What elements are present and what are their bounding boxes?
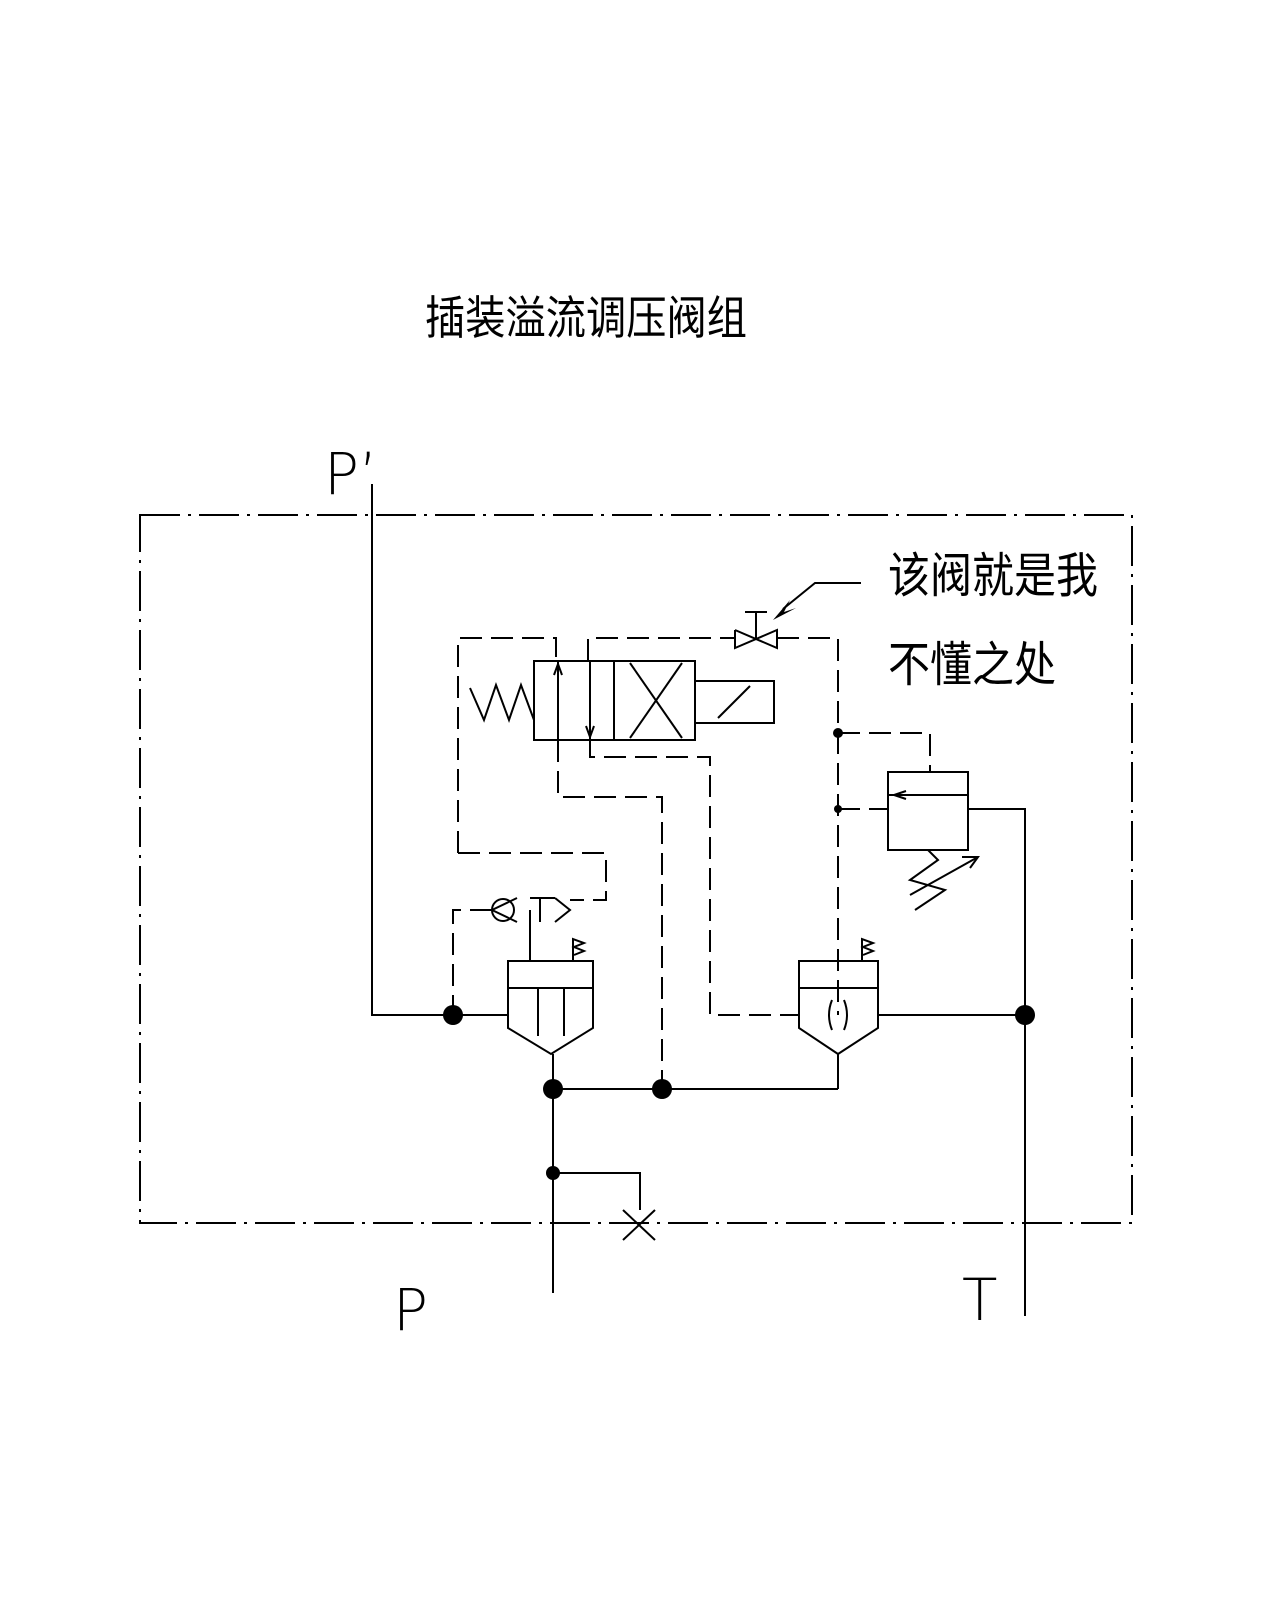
annotation-leader: [773, 582, 861, 620]
diagram-title: 插装溢流调压阀组: [425, 291, 747, 345]
junction-dots: [443, 728, 1035, 1180]
port-label-p: P: [393, 1276, 428, 1344]
solenoid-directional-valve: [469, 660, 775, 741]
relief-valve: [887, 771, 980, 911]
port-label-p-prime: P’: [324, 440, 377, 508]
annotation-line-2: 不懂之处: [888, 637, 1056, 693]
cartridge-valve-1: [507, 910, 594, 1056]
manifold-boundary: [139, 514, 1133, 1224]
needle-valve: [734, 611, 778, 650]
orifice-x-symbol: [622, 1209, 656, 1241]
main-lines: [371, 484, 1026, 1316]
pilot-lines: [452, 637, 990, 1089]
annotation-line-1: 该阀就是我: [888, 548, 1098, 604]
port-label-t: T: [962, 1266, 997, 1334]
